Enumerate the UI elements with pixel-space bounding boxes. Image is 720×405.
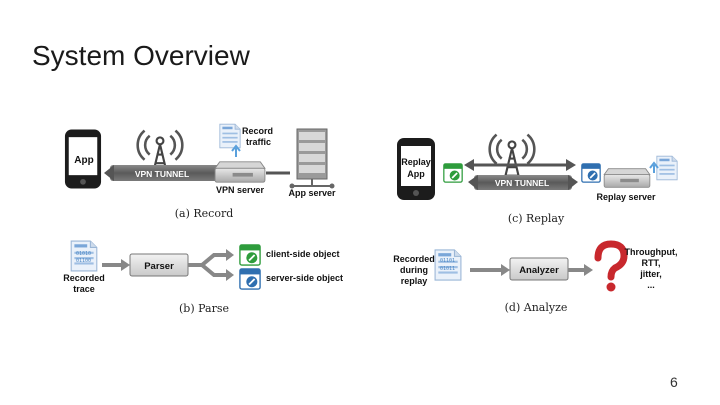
record-caption: (a) Record (175, 207, 234, 220)
results-label-3: jitter, (639, 269, 662, 279)
parse-panel: 01010 01100 Recorded trace Parser client… (63, 240, 343, 315)
arrow-head (584, 264, 593, 276)
analyze-panel: Recorded during replay 01101 01011 Analy… (393, 240, 678, 314)
server-icon (603, 168, 651, 188)
results-label-2: RTT, (642, 258, 661, 268)
binary-text: 01100 (76, 258, 91, 264)
arrow-head (226, 269, 234, 281)
app-server-label: App server (288, 188, 336, 198)
replay-app-label-2: App (407, 169, 425, 179)
network-hub-icon (289, 179, 335, 189)
recorded-trace-label-2: trace (73, 284, 95, 294)
document-icon (434, 249, 462, 281)
binary-text: 01010 (76, 251, 91, 257)
parser-label: Parser (144, 261, 174, 272)
tunnel-label: VPN TUNNEL (135, 169, 189, 179)
record-traffic-label-1: Record (242, 126, 273, 136)
tunnel-label: VPN TUNNEL (495, 178, 549, 188)
arrow-head (226, 249, 234, 261)
vpn-server-label: VPN server (216, 185, 265, 195)
arrow-up-icon (231, 144, 241, 157)
arrow-left-icon (464, 159, 474, 171)
client-object-icon (238, 244, 262, 266)
analyzer-label: Analyzer (519, 265, 559, 276)
binary-text: 01011 (440, 266, 455, 272)
slide-number: 6 (670, 374, 678, 390)
analyze-caption: (d) Analyze (505, 301, 568, 314)
vpn-tunnel (110, 165, 222, 181)
app-label: App (74, 155, 93, 166)
recorded-label-1: Recorded (393, 254, 435, 264)
question-mark-icon (594, 240, 628, 292)
arrow-right-icon (200, 263, 228, 277)
client-object-icon (443, 163, 463, 183)
parse-caption: (b) Parse (179, 302, 229, 315)
results-label-4: ... (647, 280, 655, 290)
arrow-right-icon (566, 159, 576, 171)
replay-caption: (c) Replay (508, 212, 565, 225)
recorded-label-3: replay (401, 276, 428, 286)
server-object-icon (238, 268, 262, 290)
recorded-label-2: during (400, 265, 428, 275)
arrow-head (121, 259, 130, 271)
arrow-head (501, 264, 510, 276)
server-object-icon (581, 163, 601, 183)
record-panel: App VPN TUNNEL VPN server Record traffic… (64, 123, 336, 220)
replay-panel: Replay App VPN TUNNEL Replay server (c) … (397, 133, 678, 225)
arrow-right-icon (568, 175, 578, 190)
client-object-label: client-side object (266, 249, 340, 259)
replay-server-label: Replay server (596, 192, 656, 202)
binary-text: 01101 (440, 258, 455, 264)
server-rack-icon (296, 128, 328, 180)
results-label-1: Throughput, (625, 247, 678, 257)
arrow-left-icon (104, 165, 114, 181)
document-icon (219, 123, 241, 149)
arrow-right-icon (188, 253, 228, 267)
recorded-trace-label-1: Recorded (63, 273, 105, 283)
slide-title: System Overview (32, 40, 250, 71)
replay-app-label-1: Replay (401, 157, 431, 167)
server-object-label: server-side object (266, 273, 343, 283)
server-icon (214, 161, 266, 183)
vpn-tunnel (474, 175, 572, 190)
record-traffic-label-2: traffic (246, 137, 271, 147)
arrow-left-icon (468, 175, 478, 190)
document-icon (656, 155, 678, 181)
arrow-up-icon (649, 161, 659, 173)
